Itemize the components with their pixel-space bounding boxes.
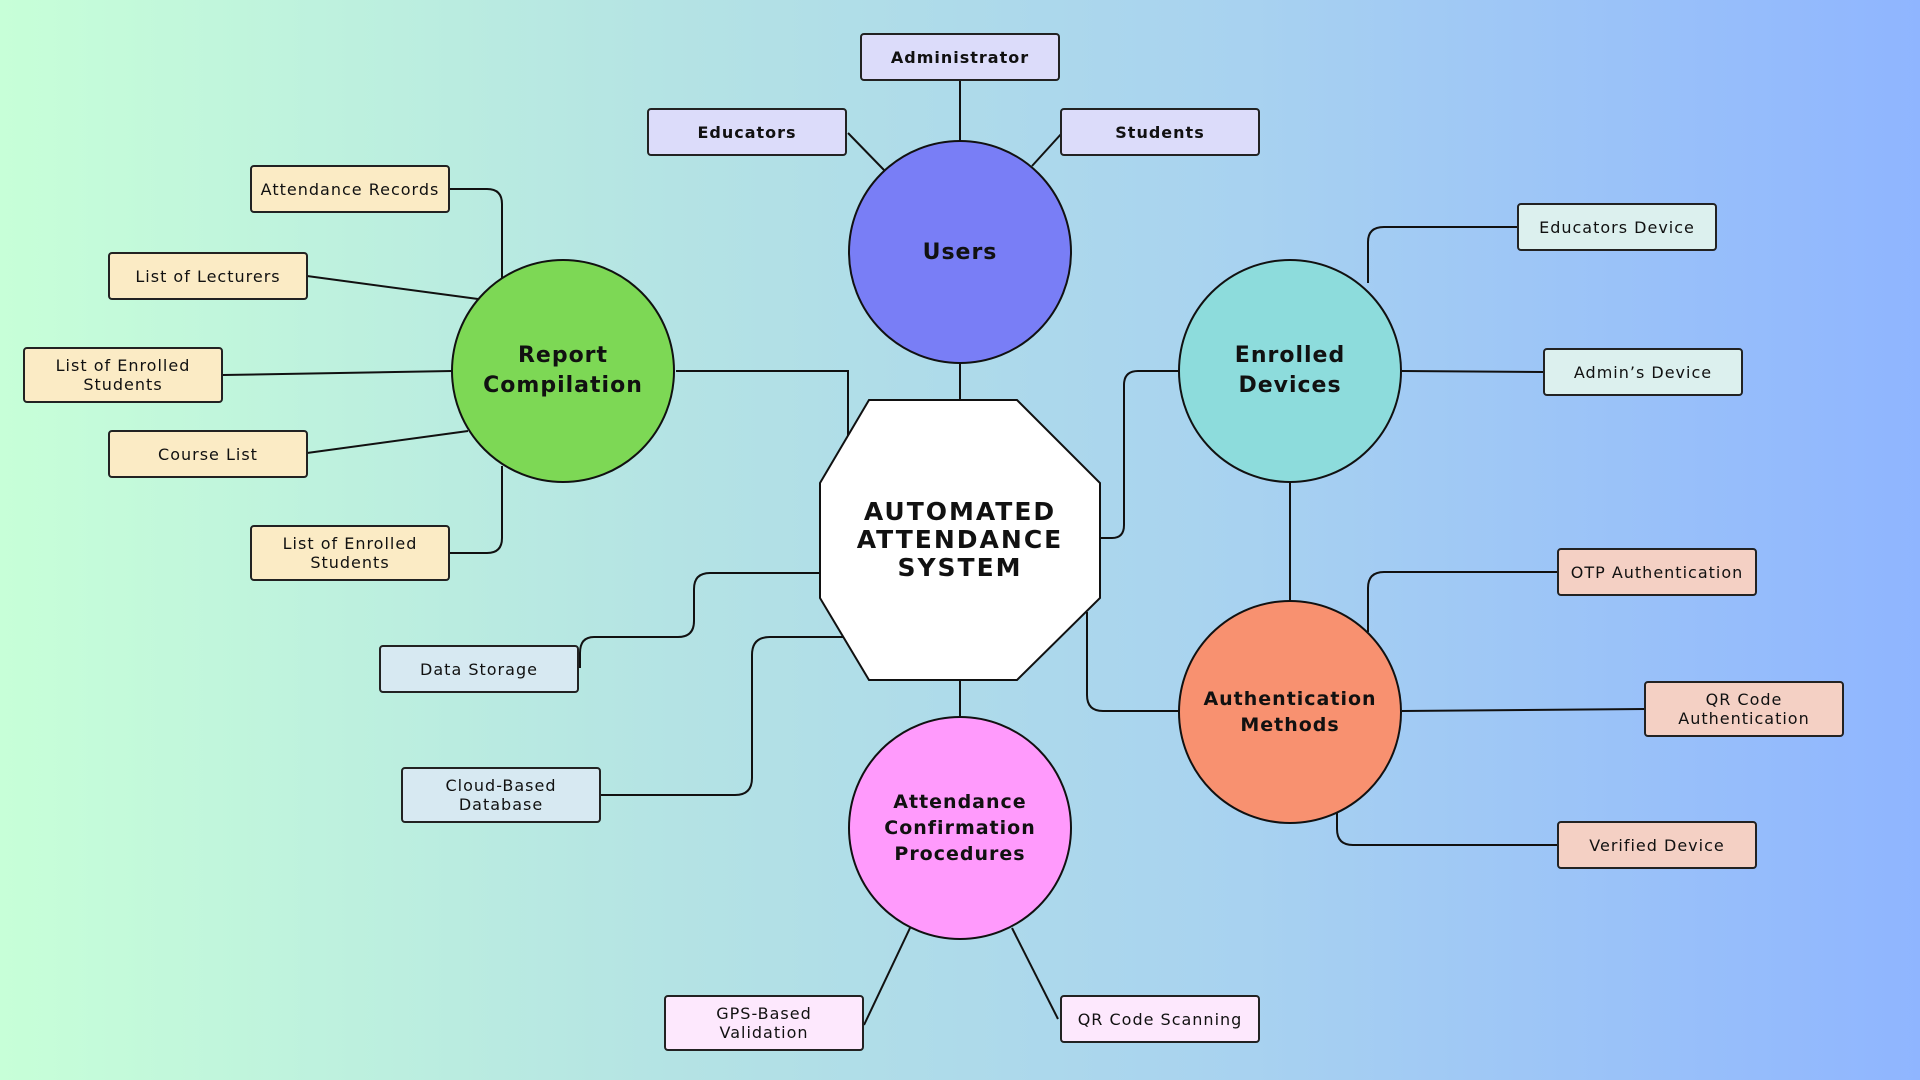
hub-authentication-methods[interactable]: Authentication Methods	[1178, 600, 1402, 824]
leaf-course-list[interactable]: Course List	[108, 430, 308, 478]
link-attendance-gps	[863, 927, 911, 1026]
link-center-cloud-db	[600, 636, 860, 796]
hub-attendance-confirmation[interactable]: Attendance Confirmation Procedures	[848, 716, 1072, 940]
link-center-report	[676, 370, 849, 455]
leaf-list-of-enrolled-students-1[interactable]: List of Enrolled Students	[23, 347, 223, 403]
link-report-lecturers	[306, 275, 479, 300]
link-center-data-storage	[579, 572, 820, 668]
link-center-auth	[1086, 612, 1180, 712]
leaf-qr-code-scanning[interactable]: QR Code Scanning	[1060, 995, 1260, 1043]
leaf-qr-code-authentication[interactable]: QR Code Authentication	[1644, 681, 1844, 737]
center-octagon-shape	[819, 399, 1101, 681]
leaf-list-of-lecturers[interactable]: List of Lecturers	[108, 252, 308, 300]
link-report-enrolled-1	[222, 370, 453, 376]
link-auth-qr	[1401, 708, 1646, 712]
hub-enrolled-devices[interactable]: Enrolled Devices	[1178, 259, 1402, 483]
leaf-list-of-enrolled-students-2[interactable]: List of Enrolled Students	[250, 525, 450, 581]
link-auth-verified	[1336, 812, 1558, 846]
link-report-enrolled-2	[450, 466, 503, 554]
link-enrolled-admins-device	[1401, 370, 1544, 373]
center-title[interactable]: AUTOMATED ATTENDANCE SYSTEM	[856, 497, 1064, 582]
link-users-educators	[847, 132, 885, 171]
link-attendance-qr-scan	[1011, 927, 1059, 1020]
leaf-educators-device[interactable]: Educators Device	[1517, 203, 1717, 251]
link-auth-otp	[1367, 571, 1558, 632]
leaf-data-storage[interactable]: Data Storage	[379, 645, 579, 693]
leaf-attendance-records[interactable]: Attendance Records	[250, 165, 450, 213]
leaf-educators[interactable]: Educators	[647, 108, 847, 156]
leaf-verified-device[interactable]: Verified Device	[1557, 821, 1757, 869]
hub-report-compilation[interactable]: Report Compilation	[451, 259, 675, 483]
leaf-otp-authentication[interactable]: OTP Authentication	[1557, 548, 1757, 596]
link-users-students	[1031, 132, 1063, 167]
leaf-gps-based-validation[interactable]: GPS-Based Validation	[664, 995, 864, 1051]
leaf-students[interactable]: Students	[1060, 108, 1260, 156]
link-center-enrolled	[1100, 370, 1180, 539]
link-enrolled-educators-device	[1367, 226, 1518, 283]
link-report-course-list	[306, 430, 469, 454]
link-report-attendance-records	[450, 188, 503, 280]
hub-users[interactable]: Users	[848, 140, 1072, 364]
leaf-admins-device[interactable]: Admin’s Device	[1543, 348, 1743, 396]
leaf-administrator[interactable]: Administrator	[860, 33, 1060, 81]
leaf-cloud-based-database[interactable]: Cloud-Based Database	[401, 767, 601, 823]
